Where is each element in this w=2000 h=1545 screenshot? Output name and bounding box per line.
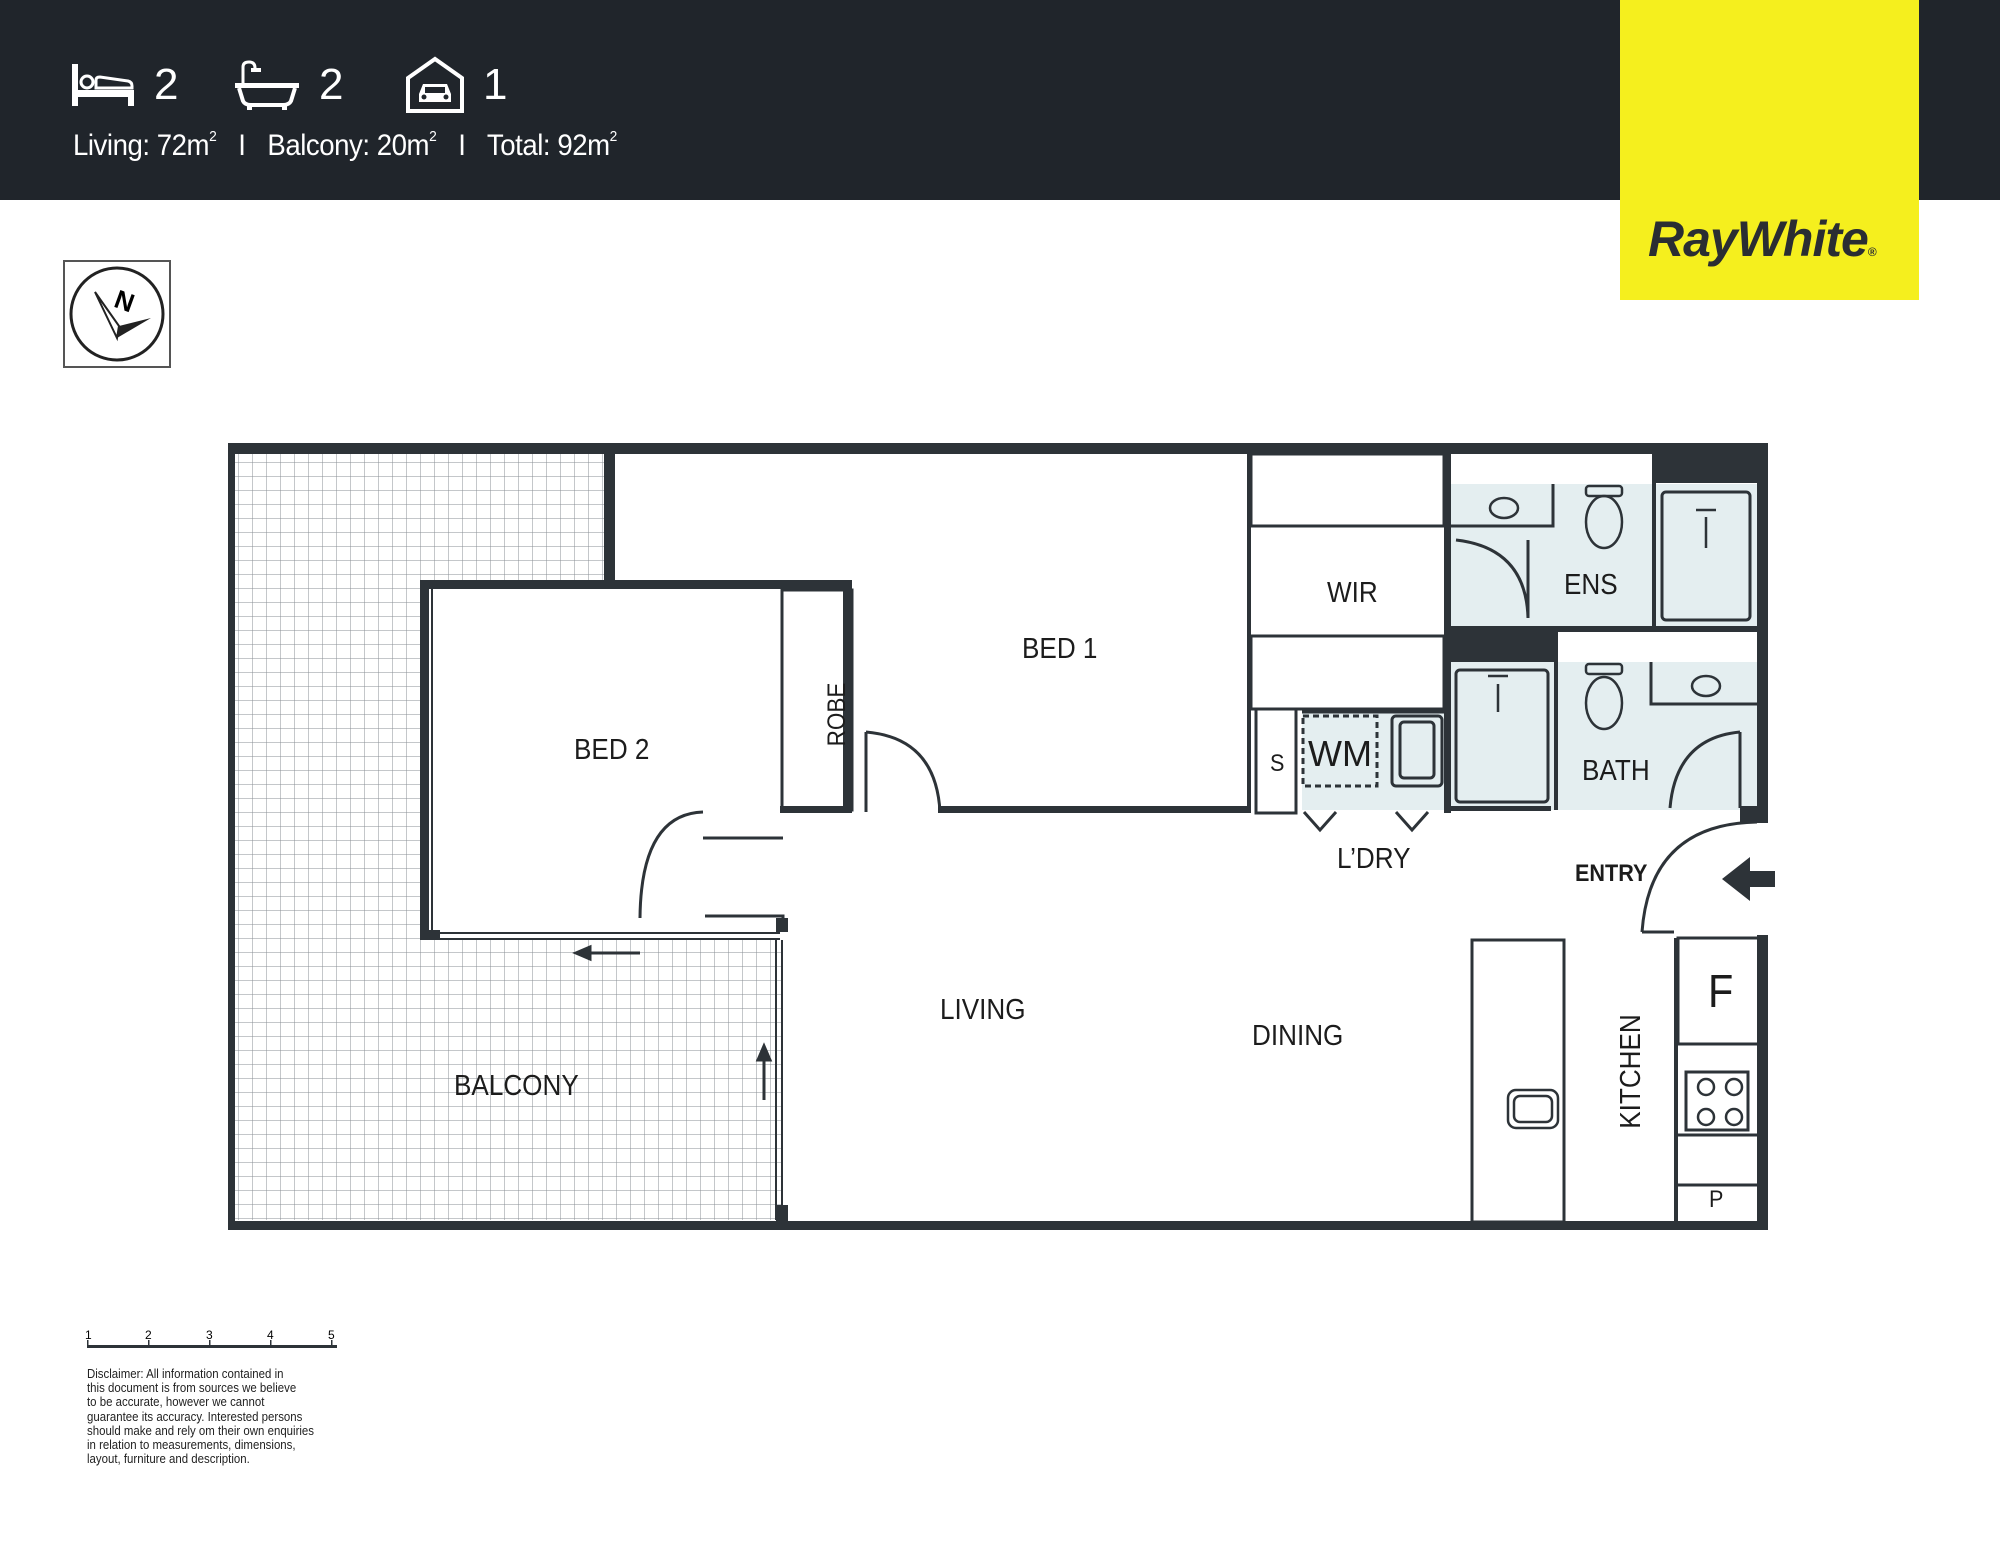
north-arrow-icon	[69, 266, 165, 362]
disclaimer: Disclaimer: All information contained in…	[87, 1366, 325, 1467]
fridge-label: F	[1708, 965, 1734, 1017]
bed-icon	[72, 64, 134, 106]
parking-count-value: 1	[483, 60, 508, 109]
living-area-unit: 2	[209, 128, 217, 145]
separator: I	[458, 129, 466, 162]
living-area: Living: 72m	[73, 129, 210, 162]
room-label-mw: MW	[1308, 733, 1372, 774]
bathroom-count-value: 2	[319, 60, 344, 109]
room-label-entry: ENTRY	[1575, 860, 1648, 887]
cooktop-burner-icon	[1724, 1107, 1744, 1127]
registered-mark: ®	[1867, 245, 1877, 259]
joinery-lines	[780, 452, 1762, 1224]
disclaimer-line: Disclaimer: All information contained in	[87, 1366, 284, 1381]
glazing-lines	[425, 454, 783, 1220]
room-label-wir: WIR	[1327, 577, 1378, 609]
room-label-kitchen: KITCHEN	[1615, 1014, 1648, 1129]
toilet-icon	[1584, 675, 1624, 731]
fixtures	[1488, 484, 1744, 1130]
pantry-label: P	[1709, 1186, 1724, 1213]
cooktop-burner-icon	[1696, 1107, 1716, 1127]
balcony-area: Balcony: 20m	[267, 129, 430, 162]
scale-tick-5: 5	[328, 1328, 335, 1342]
bedroom-count: 2	[70, 50, 178, 120]
area-summary: Living: 72m2 I Balcony: 20m2 I Total: 92…	[73, 128, 617, 163]
disclaimer-line: to be accurate, however we cannot	[87, 1394, 265, 1410]
parking-count: 1	[405, 50, 507, 120]
shower-icon	[1488, 674, 1508, 712]
scale-bar: 1 2 3 4 5	[85, 1328, 345, 1355]
garage-car-icon	[406, 56, 464, 113]
room-label-ens: ENS	[1564, 569, 1618, 601]
room-label-balcony: BALCONY	[454, 1070, 579, 1102]
bathtub-icon	[235, 60, 299, 110]
basin-icon	[1690, 674, 1722, 698]
room-label-robe: ROBE	[822, 682, 851, 747]
scale-tick-3: 3	[206, 1328, 213, 1342]
room-label-s: S	[1270, 750, 1285, 777]
total-area-unit: 2	[609, 128, 618, 145]
brand-logo-panel: RayWhite®	[1620, 0, 1919, 300]
brand-logo: RayWhite®	[1648, 210, 1877, 268]
wet-area-fill	[1302, 484, 1759, 810]
room-label-laundry: L’DRY	[1337, 843, 1411, 875]
scale-bar-graphic	[87, 1340, 337, 1348]
sliding-door-arrows	[572, 944, 773, 1100]
shower-icon	[1696, 508, 1716, 548]
room-label-bath: BATH	[1582, 755, 1650, 787]
toilet-cistern-icon	[1584, 662, 1624, 676]
room-label-living: LIVING	[940, 994, 1026, 1026]
bathroom-count: 2	[233, 50, 343, 120]
sink-icon	[1506, 1088, 1560, 1130]
sink-bowl-icon	[1512, 1094, 1554, 1124]
cooktop-burner-icon	[1696, 1077, 1716, 1097]
scale-tick-2: 2	[145, 1328, 152, 1342]
disclaimer-line: guarantee its accuracy. Interested perso…	[87, 1408, 303, 1424]
room-label-bed1: BED 1	[1022, 633, 1098, 665]
balcony-area-unit: 2	[429, 128, 437, 145]
balcony-area-fill	[232, 450, 782, 1220]
disclaimer-line: in relation to measurements, dimensions,	[87, 1437, 296, 1453]
cooktop-burner-icon	[1724, 1077, 1744, 1097]
total-area: Total: 92m	[486, 129, 610, 162]
room-label-bed2: BED 2	[574, 734, 650, 766]
brand-name: RayWhite	[1648, 211, 1869, 267]
disclaimer-line: this document is from sources we believe	[87, 1380, 297, 1396]
entry-arrow-icon	[1722, 857, 1775, 901]
separator: I	[238, 129, 246, 162]
toilet-cistern-icon	[1584, 484, 1624, 498]
basin-icon	[1488, 496, 1520, 520]
scale-tick-1: 1	[85, 1328, 92, 1342]
exterior-walls	[228, 443, 1768, 1230]
disclaimer-line: should make and rely om their own enquir…	[87, 1422, 315, 1438]
scale-tick-4: 4	[267, 1328, 274, 1342]
door-swings	[638, 538, 1758, 934]
disclaimer-line: layout, furniture and description.	[87, 1451, 250, 1467]
north-arrow: N	[63, 260, 171, 368]
bedroom-count-value: 2	[154, 60, 179, 109]
room-label-dining: DINING	[1252, 1020, 1344, 1052]
